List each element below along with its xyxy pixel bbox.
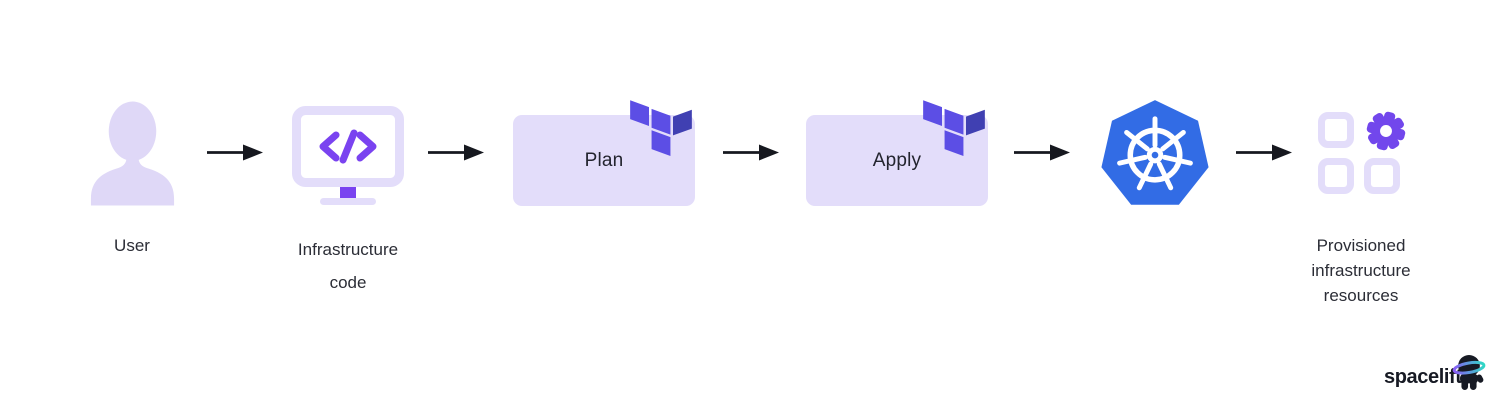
flow-arrow [1014,144,1070,161]
terraform-logo [923,100,985,156]
user-silhouette-icon [90,101,175,206]
spacelift-astronaut-icon [1452,355,1486,390]
infrastructure-code-label: Infrastructure code [297,240,399,292]
kubernetes-logo [1101,100,1209,205]
flow-arrow [723,144,779,161]
flow-arrow [428,144,484,161]
provisioned-resources-label: Provisioned infrastructure resources [1311,236,1411,305]
flow-arrow [1236,144,1292,161]
flow-arrow [207,144,263,161]
chevron-left-icon [319,131,340,162]
resource-square [1318,112,1354,148]
spacelift-wordmark: spacelift [1384,366,1462,388]
code-monitor-icon [292,106,404,205]
resource-square [1318,158,1354,194]
user-label: User [114,236,150,255]
terraform-logo [630,100,692,156]
plan-label: Plan [584,149,624,171]
chevron-right-icon [356,131,377,162]
resource-square [1364,158,1400,194]
gear-icon [1366,111,1406,151]
apply-label: Apply [872,149,922,171]
slash-icon [339,129,358,164]
